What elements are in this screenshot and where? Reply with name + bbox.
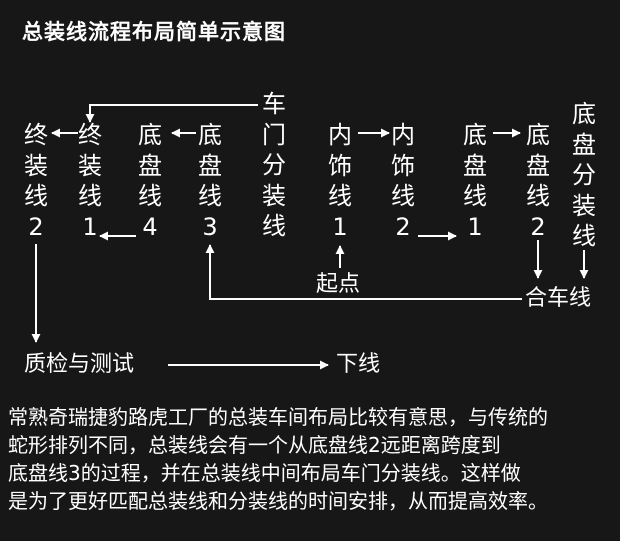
station-door-subassembly: 车门分装线: [262, 90, 286, 240]
station-interior-1: 内饰线1: [328, 121, 352, 241]
offline-label: 下线: [336, 352, 381, 377]
station-interior-2: 内饰线2: [391, 121, 415, 241]
station-final-assembly-1: 终装线1: [78, 121, 102, 241]
quality-test-label: 质检与测试: [24, 352, 135, 377]
start-label: 起点: [316, 272, 361, 297]
diagram-title: 总装线流程布局简单示意图: [22, 20, 286, 44]
station-chassis-3: 底盘线3: [198, 121, 222, 241]
description: 常熟奇瑞捷豹路虎工厂的总装车间布局比较有意思，与传统的 蛇形排列不同，总装线会有…: [8, 403, 614, 515]
station-chassis-subassembly: 底盘分装线: [572, 100, 596, 250]
description-line: 是为了更好匹配总装线和分装线的时间安排，从而提高效率。: [8, 489, 548, 513]
merge-line-label: 合车线: [525, 286, 592, 311]
description-line: 常熟奇瑞捷豹路虎工厂的总装车间布局比较有意思，与传统的: [8, 405, 548, 429]
description-line: 蛇形排列不同，总装线会有一个从底盘线2远距离跨度到: [8, 433, 501, 457]
description-line: 底盘线3的过程，并在总装线中间布局车门分装线。这样做: [8, 461, 521, 485]
station-chassis-2: 底盘线2: [526, 121, 550, 241]
station-chassis-1: 底盘线1: [463, 121, 487, 241]
station-chassis-4: 底盘线4: [138, 121, 162, 241]
arrow-door-to-final1: [85, 104, 258, 123]
station-final-assembly-2: 终装线2: [24, 121, 48, 241]
arrow-merge-to-chassis3: [205, 244, 522, 300]
